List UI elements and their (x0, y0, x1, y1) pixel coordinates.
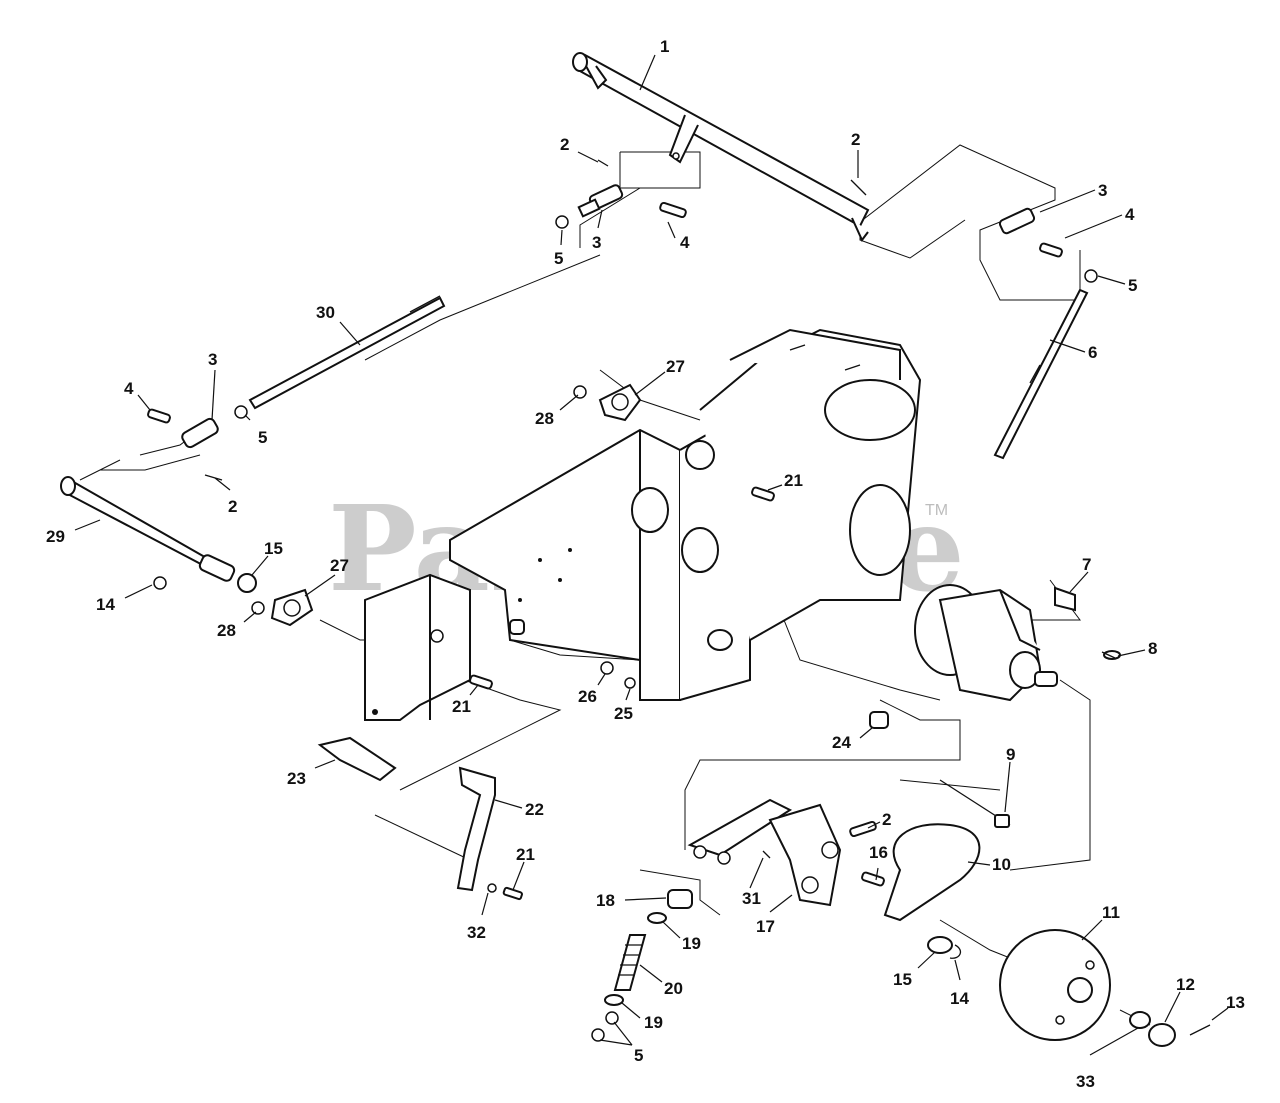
link-rods (234, 288, 1089, 460)
callout-1: 1 (660, 37, 669, 56)
callout-29: 29 (46, 527, 65, 546)
callout-5: 5 (258, 428, 267, 447)
callout-4: 4 (1125, 205, 1135, 224)
watermark-trademark: TM (925, 502, 948, 519)
spring-set (591, 912, 667, 1042)
callout-14: 14 (96, 595, 115, 614)
callout-6: 6 (1088, 343, 1097, 362)
pedal-bracket (364, 573, 471, 721)
callout-5: 5 (634, 1046, 643, 1065)
callout-27: 27 (330, 556, 349, 575)
callout-28: 28 (535, 409, 554, 428)
callout-2: 2 (560, 135, 569, 154)
callout-19: 19 (644, 1013, 663, 1032)
callout-15: 15 (264, 539, 283, 558)
callout-5: 5 (1128, 276, 1137, 295)
lower-control-rod (60, 408, 257, 593)
callout-30: 30 (316, 303, 335, 322)
callout-27: 27 (666, 357, 685, 376)
callout-31: 31 (742, 889, 761, 908)
callout-3: 3 (592, 233, 601, 252)
brake-band (849, 779, 1011, 922)
callout-2: 2 (228, 497, 237, 516)
callout-2: 2 (851, 130, 860, 149)
callout-9: 9 (1006, 745, 1015, 764)
bearing-flanges (251, 383, 642, 627)
callout-23: 23 (287, 769, 306, 788)
upper-clevis-set (555, 159, 1098, 283)
callout-13: 13 (1226, 993, 1245, 1012)
bracket-assembly (667, 711, 889, 909)
pedal-assembly (317, 736, 523, 901)
callout-8: 8 (1148, 639, 1157, 658)
callout-15: 15 (893, 970, 912, 989)
callout-5: 5 (554, 249, 563, 268)
callout-3: 3 (1098, 181, 1107, 200)
callout-7: 7 (1082, 555, 1091, 574)
callout-3: 3 (208, 350, 217, 369)
callout-21: 21 (784, 471, 803, 490)
callout-22: 22 (525, 800, 544, 819)
callout-18: 18 (596, 891, 615, 910)
callout-21: 21 (452, 697, 471, 716)
callout-12: 12 (1176, 975, 1195, 994)
callout-28: 28 (217, 621, 236, 640)
callout-11: 11 (1102, 903, 1120, 922)
callout-24: 24 (832, 733, 851, 752)
callout-26: 26 (578, 687, 597, 706)
fastener-set (469, 486, 1116, 690)
callout-19: 19 (682, 934, 701, 953)
callout-4: 4 (124, 379, 134, 398)
callout-2: 2 (882, 810, 891, 829)
main-frame (449, 328, 922, 701)
callout-4: 4 (680, 233, 690, 252)
callout-33: 33 (1076, 1072, 1095, 1091)
hydro-motor (914, 584, 1121, 702)
callout-25: 25 (614, 704, 633, 723)
callout-17: 17 (756, 917, 775, 936)
callout-21: 21 (516, 845, 535, 864)
callout-14: 14 (950, 989, 969, 1008)
callout-20: 20 (664, 979, 683, 998)
upper-control-rod (572, 52, 870, 242)
callout-10: 10 (992, 855, 1011, 874)
callout-16: 16 (869, 843, 888, 862)
callouts: 1 2 2 3 4 3 4 5 5 6 30 3 4 5 27 28 2 (46, 37, 1245, 1091)
brake-drum (927, 929, 1211, 1047)
callout-32: 32 (467, 923, 486, 942)
